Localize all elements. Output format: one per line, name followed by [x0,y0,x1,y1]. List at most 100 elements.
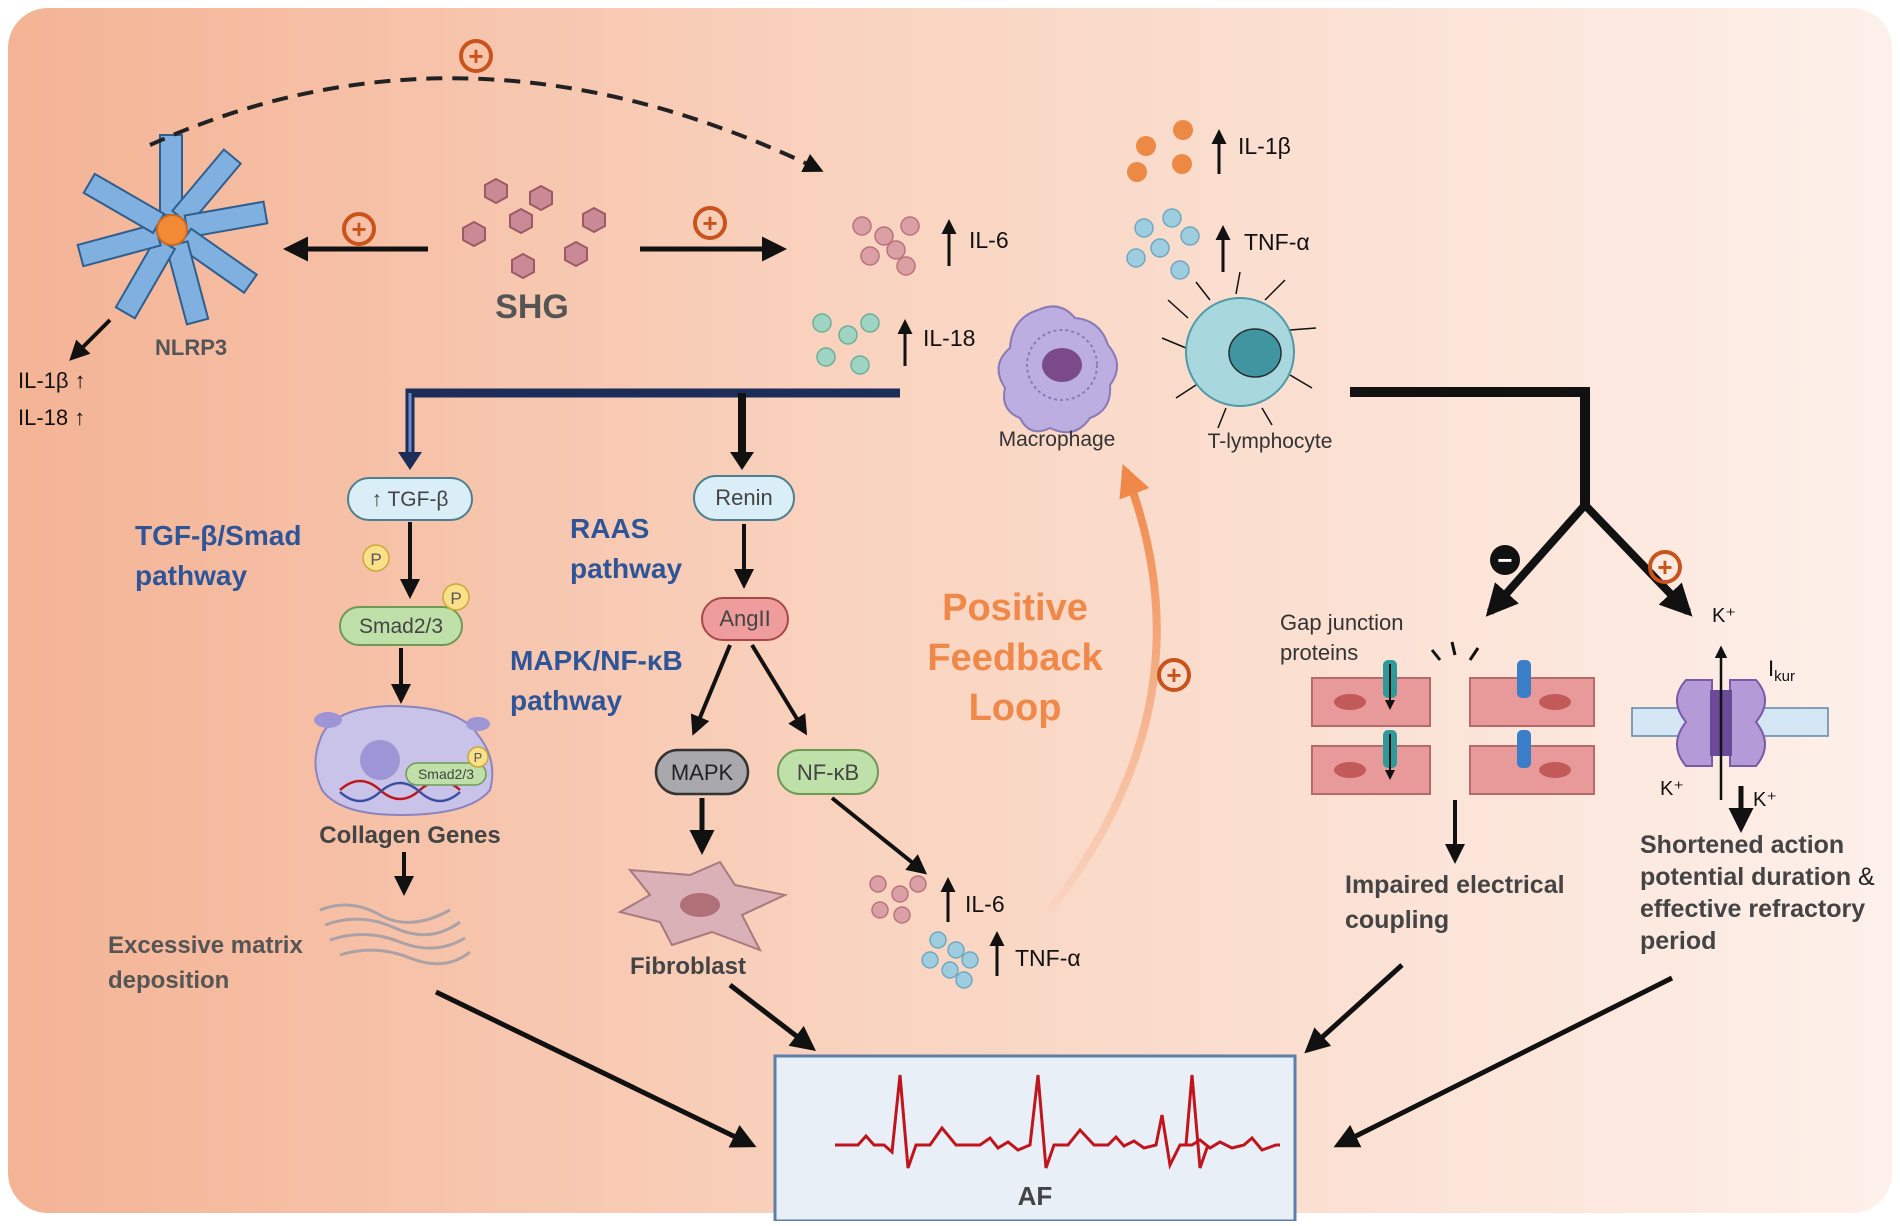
collagen-genes-label: Collagen Genes [319,822,500,849]
mapknfkb-pathway-line1: MAPK/NF-κB [510,645,683,676]
tgf-pathway-line1: TGF-β/Smad [135,520,301,551]
svg-text:+: + [702,208,717,238]
plus-marker-channel: + [1648,550,1682,584]
svg-text:+: + [468,41,483,71]
il6-bottom-label: IL-6 [965,891,1005,917]
feedback-line1: Positive [942,587,1088,629]
angii-label: AngII [719,606,770,631]
nlrp3-label: NLRP3 [155,335,227,360]
shg-label: SHG [495,288,569,326]
phospho-badge-1: P [362,544,390,572]
tnfa-top-label: TNF-α [1244,229,1310,255]
kplus-left-label: K⁺ [1660,778,1684,800]
bracket-tgf-arrowhead [398,452,422,470]
shortened-to-af-arrow [1333,975,1674,1148]
mapk-pill [654,748,750,796]
svg-text:+: + [351,214,366,244]
tnfa-particles-icon [1126,208,1200,280]
nlrp3-to-il6-dashed-arrow [149,76,824,173]
tgfb-pill-label: ↑ TGF-β [371,488,448,511]
angii-pill [701,597,789,641]
background-panel [8,8,1892,1213]
svg-text:+: + [1657,552,1672,582]
nfkb-pill [777,749,879,795]
minus-marker-gap: − [1490,545,1520,575]
t-lymphocyte-label: T-lymphocyte [1208,430,1333,453]
smad-pill-label: Smad2/3 [359,615,443,638]
phospho-badge-2: P [442,583,470,611]
matrix-to-af-arrow [434,989,757,1148]
matrix-fibers-icon [319,903,471,966]
bracket-renin-arrowhead [730,452,754,470]
macrophage-label: Macrophage [999,428,1116,451]
il1b-particles-icon [1127,120,1193,182]
plus-marker-shg-cytokines: + [693,206,727,240]
ecg-trace [835,1074,1280,1170]
smad-in-cell-pill [405,762,487,786]
excessive-matrix-line1: Excessive matrix [108,932,303,959]
il18-left-label: IL-18 ↑ [18,405,85,430]
il1b-left-label: IL-1β ↑ [18,368,86,393]
angii-to-mapk-arrow [690,644,732,736]
macrophage-icon [997,305,1118,434]
nfkb-to-cytokines-arrow [830,796,928,875]
plus-marker-top-arc: + [459,39,493,73]
gap-junction-line1: Gap junction [1280,610,1404,635]
ikur-channel-icon [1631,645,1829,800]
shortened-line4: period [1640,927,1716,955]
mapk-label: MAPK [671,760,734,785]
ecg-trace-spike [1180,1074,1210,1169]
kplus-top-label: K⁺ [1712,605,1736,627]
il6-top-label: IL-6 [969,227,1009,253]
shortened-line3: effective refractory [1640,895,1865,923]
impaired-to-af-arrow [1304,963,1404,1054]
raas-pathway-line2: pathway [570,553,682,584]
plus-marker-feedback: + [1157,658,1191,692]
phospho-badge-3: P [467,746,489,768]
il18-label: IL-18 [923,325,975,351]
svg-text:P: P [450,589,461,608]
il6-particles-icon [852,216,920,276]
nlrp3-inflammasome-icon [76,134,269,326]
tgf-pathway-line2: pathway [135,560,247,591]
il18-particles-icon [812,313,880,375]
impaired-line1: Impaired electrical [1345,871,1565,899]
nfkb-label: NF-κB [797,760,859,785]
fibroblast-label: Fibroblast [630,953,746,980]
feedback-line2: Feedback [927,637,1103,679]
il1b-top-label: IL-1β [1238,133,1291,159]
cell-nucleus-icon [314,704,494,817]
angii-to-nfkb-arrow [750,643,808,736]
feedback-loop-arrow [1046,464,1161,913]
renin-pill [693,475,795,521]
t-lymphocyte-icon [1161,271,1317,429]
af-box [773,1054,1297,1223]
excessive-matrix-line2: deposition [108,967,229,994]
tnfa-bottom-label: TNF-α [1015,945,1081,971]
fibroblast-icon [617,860,789,952]
renin-label: Renin [715,485,772,510]
shortened-ampersand: & [1858,863,1875,891]
impaired-line2: coupling [1345,906,1449,934]
svg-text:P: P [370,550,381,569]
tcell-bracket [1350,387,1590,510]
shortened-line2: potential duration [1640,863,1851,891]
tnfa-bottom-particles-icon [921,931,979,989]
tcell-to-channel-arrow [1582,502,1693,617]
smad-in-cell-label: Smad2/3 [418,766,474,782]
nlrp3-to-cytokines-arrow [69,318,112,361]
cardiomyocyte-gap-junction-icon [1311,641,1595,795]
feedback-line3: Loop [969,687,1062,729]
shg-hexagons-icon [462,177,606,280]
plus-marker-shg-nlrp3: + [342,212,376,246]
tcell-to-gap-arrow [1485,502,1588,617]
tgfb-pill [347,477,473,521]
svg-text:−: − [1497,545,1512,575]
smad-pill [339,606,463,646]
il6-bottom-particles-icon [869,875,927,924]
svg-text:P: P [474,750,483,765]
shortened-line1: Shortened action [1640,831,1844,859]
mapknfkb-pathway-line2: pathway [510,685,622,716]
af-label: AF [1018,1181,1053,1211]
